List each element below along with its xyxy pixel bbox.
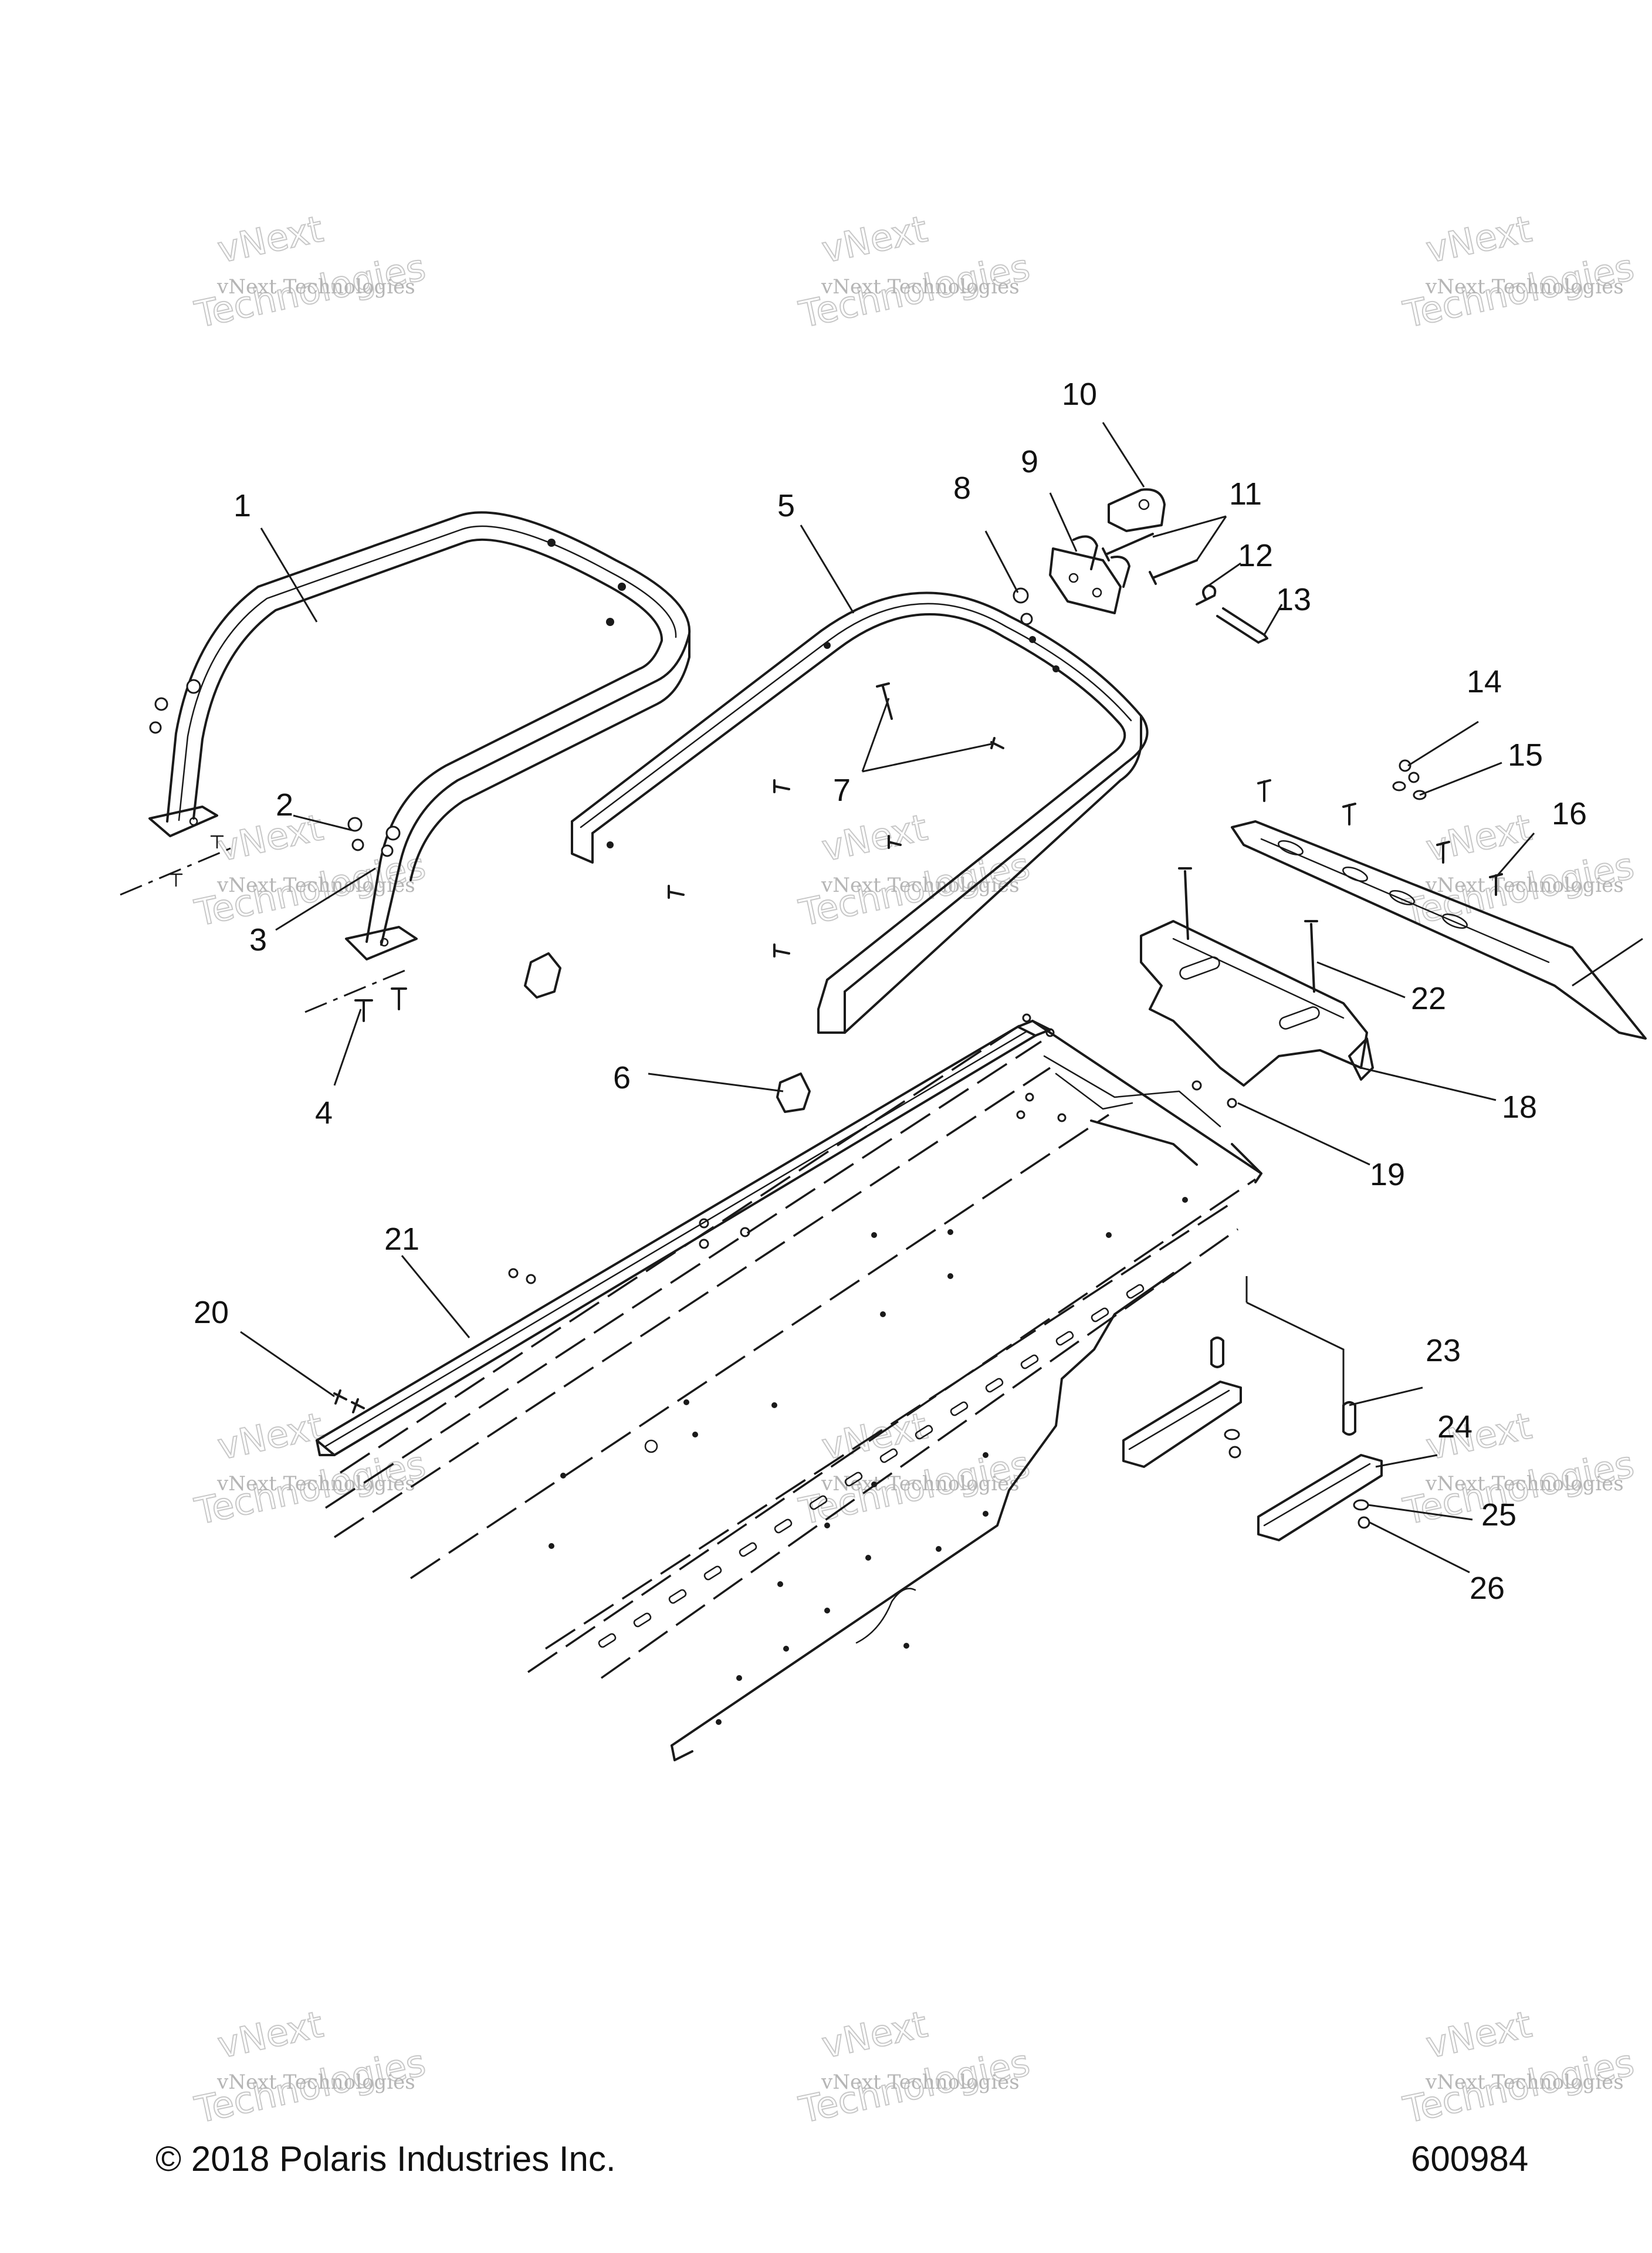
watermark: vNext Technologies <box>1399 805 1639 935</box>
watermark-vnext: vNext <box>818 806 931 870</box>
part-14-nut <box>1399 759 1420 783</box>
watermark-label: vNext Technologies <box>821 874 1020 897</box>
callout-labels: 1 2 3 4 5 6 7 8 9 10 11 12 13 14 15 16 1… <box>194 377 1587 1606</box>
watermark-vnext: vNext <box>214 806 327 870</box>
part-15-washer <box>1392 781 1427 800</box>
watermark: vNext Technologies <box>795 1403 1034 1534</box>
watermark-vnext: vNext <box>214 207 327 271</box>
tunnel-body <box>325 1020 1262 1761</box>
watermark: vNext Technologies <box>795 805 1034 935</box>
callout-19: 19 <box>1370 1157 1405 1192</box>
callout-13: 13 <box>1276 582 1311 617</box>
part-3-bolt <box>169 835 224 887</box>
callout-2: 2 <box>276 787 293 823</box>
part-1-grab-bar <box>148 511 691 960</box>
part-20-screws <box>333 1389 365 1413</box>
tunnel-slots <box>598 1284 1145 1648</box>
part-23-spacer <box>1210 1337 1356 1436</box>
callout-4: 4 <box>315 1095 333 1131</box>
callout-16: 16 <box>1552 796 1587 831</box>
callout-18: 18 <box>1502 1090 1537 1125</box>
callout-14: 14 <box>1467 664 1502 699</box>
callout-24: 24 <box>1437 1409 1472 1445</box>
watermark-label: vNext Technologies <box>216 1472 415 1496</box>
part-11-bolts <box>1102 533 1198 585</box>
part-22-bolt <box>1178 867 1318 993</box>
callout-26: 26 <box>1470 1571 1505 1606</box>
watermark: vNext Technologies <box>191 207 430 337</box>
part-21-side-rail <box>316 1020 1051 1456</box>
callout-11: 11 <box>1229 476 1262 512</box>
footer: © 2018 Polaris Industries Inc. 600984 <box>155 2139 1528 2178</box>
figure-number: 600984 <box>1411 2139 1528 2178</box>
watermark: vNext Technologies <box>1399 2002 1639 2132</box>
part-12-clip <box>1196 584 1217 605</box>
part-24-slide <box>1122 1381 1383 1541</box>
leader-lines <box>240 422 1643 1574</box>
part-19-rivets <box>508 1013 1237 1284</box>
watermark-vnext: vNext <box>818 207 931 271</box>
watermark: vNext Technologies <box>795 207 1034 337</box>
watermark-vnext: vNext <box>1423 2002 1535 2066</box>
callout-9: 9 <box>1021 444 1038 479</box>
watermark-label: vNext Technologies <box>1425 874 1624 897</box>
watermark-vnext: vNext <box>818 2002 931 2066</box>
callout-7: 7 <box>833 773 851 808</box>
watermark-vnext: vNext <box>214 2002 327 2066</box>
part-17-rear-bumper <box>1231 820 1647 1040</box>
callout-5: 5 <box>777 488 795 523</box>
part-9-hinge-bracket <box>1049 535 1130 614</box>
tunnel-holes <box>549 1197 1188 1725</box>
watermark: vNext Technologies <box>191 2002 430 2132</box>
callout-12: 12 <box>1238 538 1273 573</box>
part-18-bracket-plate <box>1140 920 1374 1087</box>
callout-8: 8 <box>953 471 971 506</box>
callout-6: 6 <box>613 1060 631 1095</box>
part-25-washer <box>1224 1429 1369 1511</box>
part-10-hinge-cap <box>1108 488 1166 532</box>
part-2-nut <box>149 679 401 857</box>
watermark-vnext: vNext <box>214 1404 327 1468</box>
watermark-vnext: vNext <box>1423 806 1535 870</box>
callout-25: 25 <box>1481 1497 1516 1533</box>
callout-23: 23 <box>1426 1333 1461 1368</box>
watermark: vNext Technologies <box>795 2002 1034 2132</box>
part-5-grab-bar <box>571 591 1149 1034</box>
part-16-screws <box>1257 779 1503 896</box>
callout-21: 21 <box>384 1222 419 1257</box>
watermark-label: vNext Technologies <box>821 2071 1020 2094</box>
watermark-vnext: vNext <box>1423 207 1535 271</box>
callout-3: 3 <box>249 922 267 958</box>
part-6-end-cap <box>524 952 811 1113</box>
watermark: vNext Technologies <box>1399 207 1639 337</box>
callout-22: 22 <box>1411 981 1446 1016</box>
callout-10: 10 <box>1062 377 1097 412</box>
watermark-label: vNext Technologies <box>216 874 415 897</box>
watermark-label: vNext Technologies <box>1425 275 1624 299</box>
callout-20: 20 <box>194 1295 229 1330</box>
watermark-label: vNext Technologies <box>216 275 415 299</box>
watermark-label: vNext Technologies <box>821 275 1020 299</box>
watermark-label: vNext Technologies <box>1425 1472 1624 1496</box>
callout-1: 1 <box>233 488 251 523</box>
part-4-bolt <box>354 987 407 1022</box>
watermark-label: vNext Technologies <box>821 1472 1020 1496</box>
callout-15: 15 <box>1508 738 1543 773</box>
watermark-label: vNext Technologies <box>216 2071 415 2094</box>
part-26-nut <box>1228 1446 1370 1529</box>
copyright-text: © 2018 Polaris Industries Inc. <box>155 2139 616 2178</box>
part-13-pin <box>1216 607 1268 644</box>
watermark-label: vNext Technologies <box>1425 2071 1624 2094</box>
